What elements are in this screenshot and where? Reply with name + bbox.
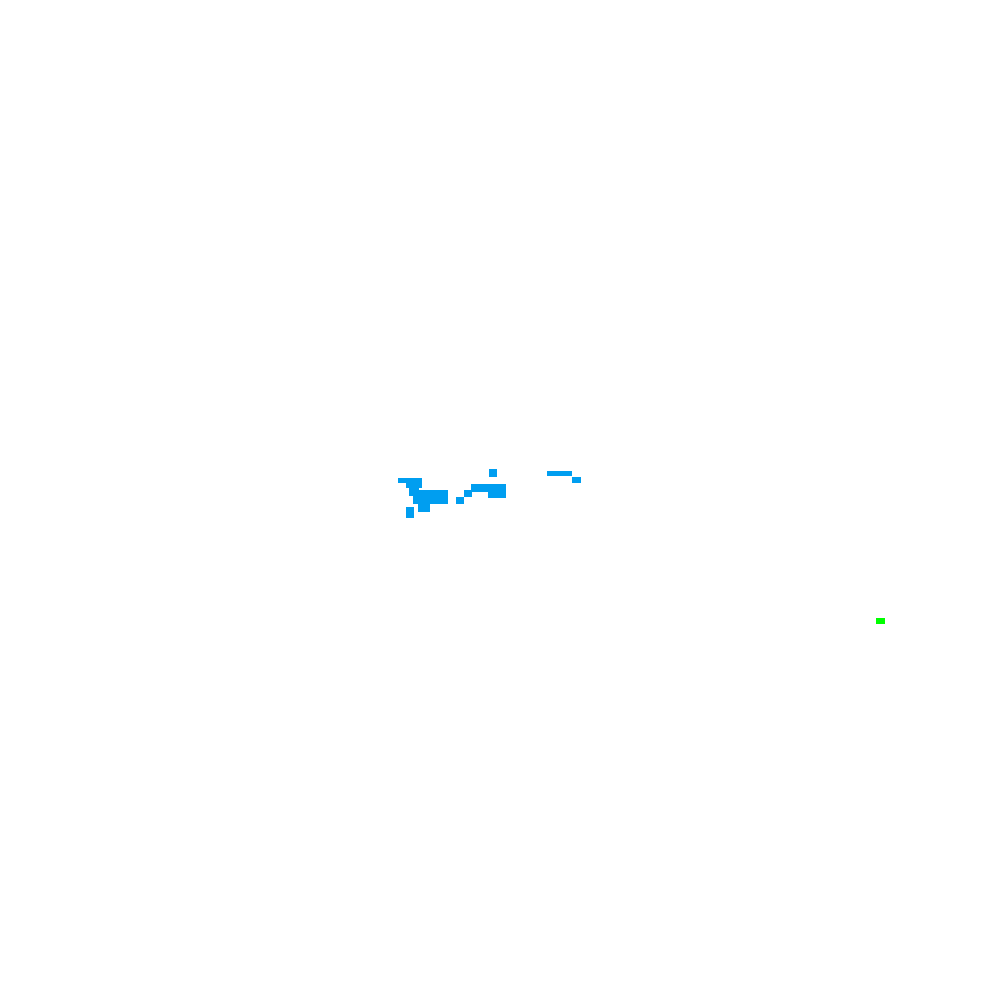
blue-region-cell [471, 484, 506, 492]
blue-region-cell [464, 490, 472, 497]
blue-region-cell [406, 507, 414, 518]
blue-region-cell [398, 478, 412, 483]
blue-region-cell [572, 477, 581, 483]
green-marker-cell [876, 618, 885, 624]
blue-region-cell [418, 503, 430, 512]
blue-region-cell [489, 469, 497, 477]
blue-region-cluster [398, 469, 581, 518]
blue-region-cell [406, 478, 422, 488]
blue-region-cell [456, 497, 464, 504]
green-marker [876, 618, 885, 624]
blue-region-cell [413, 490, 448, 504]
blue-region-cell [547, 471, 572, 476]
blue-region-cell [488, 490, 506, 498]
